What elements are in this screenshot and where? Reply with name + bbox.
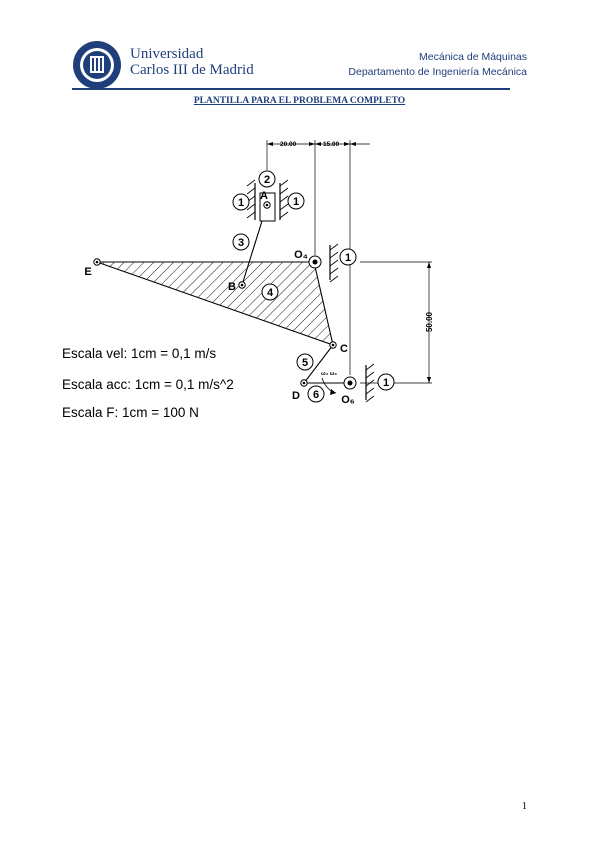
joint-o6 (343, 376, 357, 390)
omega-arrow (321, 377, 337, 394)
label-link-2: 2 (264, 174, 270, 186)
scale-velocity: Escala vel: 1cm = 0,1 m/s (62, 346, 217, 361)
ground-hatch-left (246, 179, 256, 219)
scale-force: Escala F: 1cm = 100 N (62, 405, 199, 420)
label-point-b: B (228, 281, 236, 293)
label-ground-1d: 1 (383, 377, 389, 389)
joint-a (263, 201, 271, 209)
label-point-a: A (260, 190, 268, 202)
joint-d (300, 379, 308, 387)
label-dim-a: 20.00 (280, 141, 297, 148)
label-ground-1b: 1 (293, 196, 299, 208)
department-block: Mecánica de Máquinas Departamento de Ing… (348, 50, 527, 80)
university-line2: Carlos III de Madrid (130, 62, 254, 78)
ground-hatch-o4 (329, 243, 339, 283)
link-4-body (96, 261, 334, 346)
label-dim-b: 15.00 (323, 141, 340, 148)
joint-c (329, 341, 337, 349)
joint-b (238, 281, 246, 289)
university-line1: Universidad (130, 46, 204, 62)
dimension-arrows (267, 142, 431, 383)
university-name: Universidad Carlos III de Madrid (130, 46, 254, 78)
label-dim-c: 50.00 (425, 311, 434, 332)
label-point-e: E (84, 266, 91, 278)
course-name: Mecánica de Máquinas (419, 51, 527, 63)
label-link-4: 4 (267, 287, 274, 299)
department-name: Departamento de Ingeniería Mecánica (348, 66, 527, 78)
link-5-bar (303, 344, 334, 384)
label-ground-1a: 1 (238, 197, 244, 209)
label-link-3: 3 (238, 237, 244, 249)
link-number-circles (232, 170, 395, 403)
label-point-o4: O₄ (294, 249, 308, 261)
scale-acceleration: Escala acc: 1cm = 0,1 m/s^2 (62, 377, 234, 392)
label-link-6: 6 (313, 389, 319, 401)
label-point-c: C (340, 343, 348, 355)
joint-o4 (308, 255, 322, 269)
page-title: PLANTILLA PARA EL PROBLEMA COMPLETO (193, 96, 406, 106)
page-number: 1 (522, 801, 527, 812)
joint-e (93, 258, 101, 266)
label-link-5: 5 (302, 357, 308, 369)
ground-hatch-right (279, 179, 289, 219)
university-logo (73, 41, 121, 89)
label-point-o6: O₆ (341, 394, 355, 406)
label-omega: ω₄ ω₆ (321, 371, 337, 377)
label-point-d: D (292, 390, 300, 402)
label-ground-1c: 1 (345, 252, 351, 264)
header-rule (72, 88, 510, 90)
